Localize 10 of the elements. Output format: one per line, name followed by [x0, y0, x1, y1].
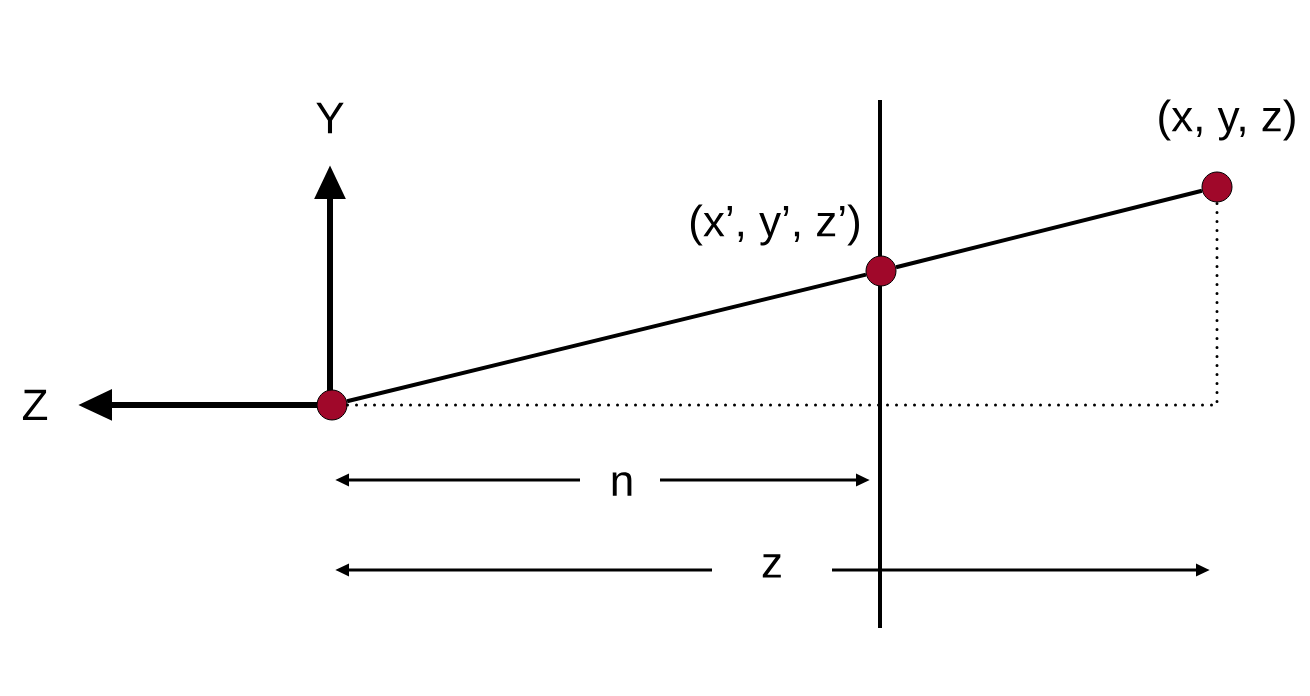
dimension-label: n [607, 470, 637, 498]
point-label: (x’, y’, z’) [690, 204, 859, 246]
point-marker [316, 389, 348, 421]
projection-line [346, 272, 867, 404]
axis-label: Y [313, 100, 347, 136]
projection-line [895, 188, 1203, 270]
point-label: (x, y, z) [1159, 99, 1295, 141]
dotted-line [346, 201, 1219, 407]
axis-label: Z [19, 387, 51, 423]
dimension-label: z [759, 552, 785, 580]
